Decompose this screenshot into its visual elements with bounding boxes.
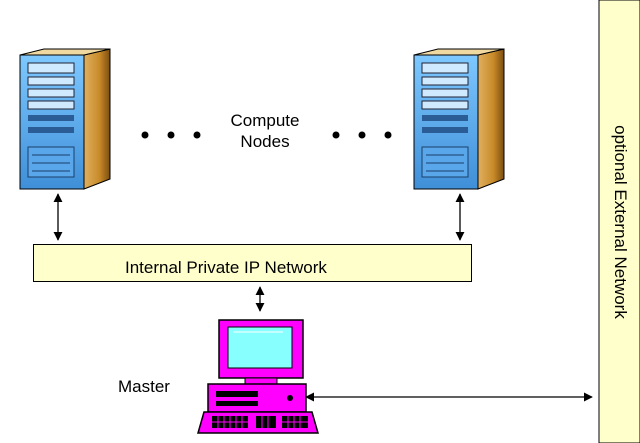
server-tower-icon (413, 48, 505, 190)
internal-network-box (33, 244, 472, 282)
internal-network-label: Internal Private IP Network (125, 258, 327, 277)
master-label: Master (118, 377, 170, 396)
server-tower-icon (19, 48, 111, 190)
external-network-band (598, 0, 640, 443)
compute-nodes-label-line2: Nodes (240, 132, 290, 151)
ellipsis-right (332, 131, 392, 139)
external-network-label: optional External Network (610, 124, 630, 319)
ellipsis-left (141, 131, 201, 139)
compute-node-left (19, 48, 111, 190)
external-network-label-wrap: optional External Network (599, 0, 640, 443)
compute-nodes-label-line1: Compute (230, 111, 300, 130)
compute-nodes-label: Compute Nodes (205, 110, 325, 152)
master-computer (197, 319, 319, 434)
compute-node-right (413, 48, 505, 190)
desktop-computer-icon (197, 319, 319, 434)
